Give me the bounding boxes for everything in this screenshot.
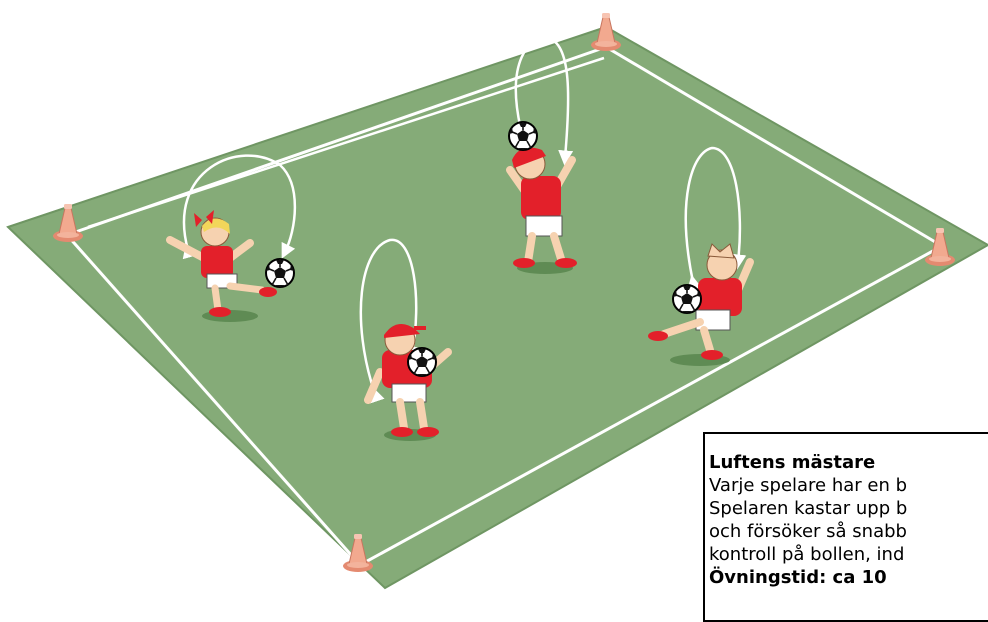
soccer-ball-icon bbox=[408, 348, 436, 376]
practice-time: Övningstid: ca 10 bbox=[709, 566, 988, 589]
description-line: Spelaren kastar upp b bbox=[709, 497, 988, 520]
drill-description: Luftens mästare Varje spelare har en b S… bbox=[703, 432, 988, 622]
soccer-ball-icon bbox=[509, 122, 537, 150]
description-line: kontroll på bollen, ind bbox=[709, 543, 988, 566]
description-line: och försöker så snabb bbox=[709, 520, 988, 543]
soccer-ball-icon bbox=[266, 259, 294, 287]
soccer-ball-icon bbox=[673, 285, 701, 313]
drill-title: Luftens mästare bbox=[709, 451, 988, 474]
description-line: Varje spelare har en b bbox=[709, 474, 988, 497]
